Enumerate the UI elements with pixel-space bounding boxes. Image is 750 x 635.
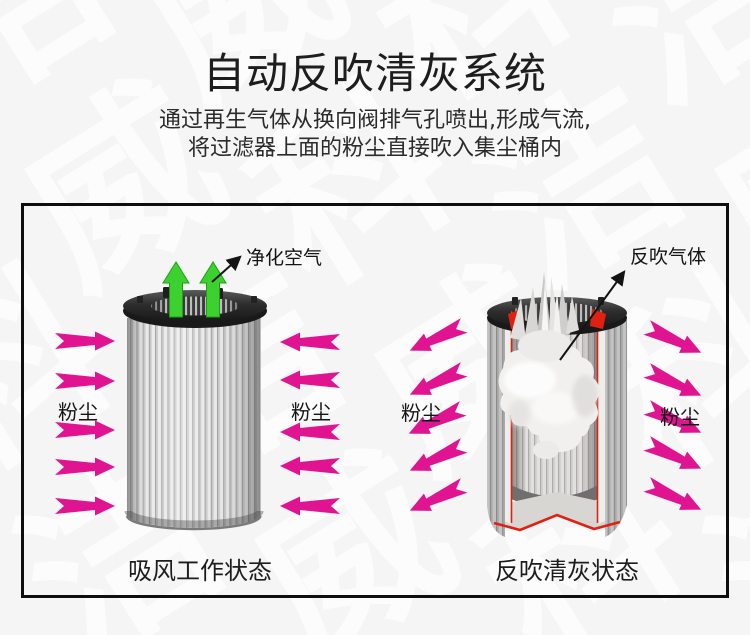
backblow-gas-label: 反吹气体: [630, 246, 707, 268]
diagram-frame: [21, 203, 729, 598]
dust-label-right-filter-right: 粉尘: [660, 405, 700, 429]
dust-label-left-filter-left: 粉尘: [58, 400, 98, 424]
dust-label-right-filter-left: 粉尘: [401, 401, 441, 425]
page-title: 自动反吹清灰系统: [202, 49, 547, 98]
clean-air-label: 净化空气: [246, 247, 323, 269]
dust-label-left-filter-right: 粉尘: [291, 400, 331, 424]
caption-backblow-state: 反吹清灰状态: [495, 557, 639, 585]
subtitle-line-1: 通过再生气体从换向阀排气孔喷出,形成气流,: [159, 108, 591, 133]
subtitle-line-2: 将过滤器上面的粉尘直接吹入集尘桶内: [187, 136, 562, 161]
page-subtitle: 通过再生气体从换向阀排气孔喷出,形成气流, 将过滤器上面的粉尘直接吹入集尘桶内: [0, 107, 750, 163]
caption-suction-state: 吸风工作状态: [128, 557, 272, 585]
